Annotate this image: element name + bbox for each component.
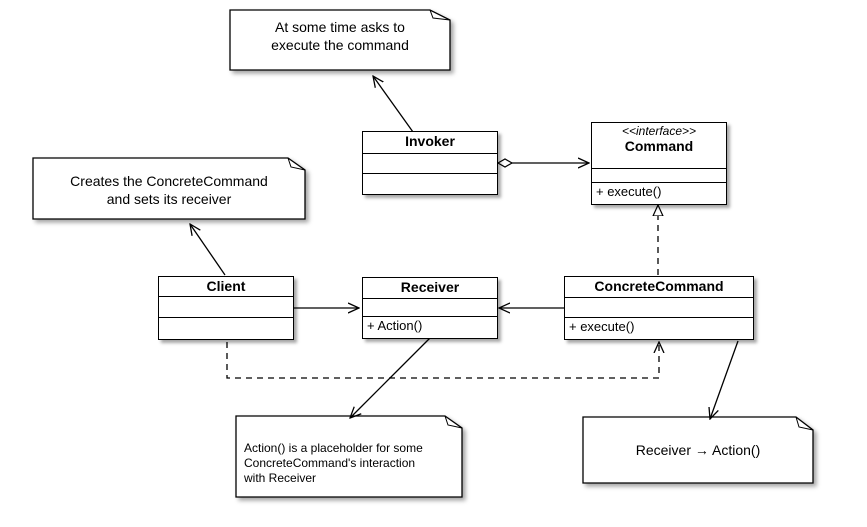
class-concrete-command[interactable]: ConcreteCommand + execute() bbox=[564, 276, 754, 340]
note-invoker-line1: At some time asks to bbox=[275, 19, 405, 35]
class-command[interactable]: <<interface>> Command + execute() bbox=[591, 122, 727, 205]
class-command-name: Command bbox=[624, 138, 694, 154]
note-concrete-line1: Receiver → Action() bbox=[635, 442, 761, 458]
client-to-note-arrow bbox=[190, 224, 226, 276]
class-client-name: Client bbox=[159, 277, 293, 297]
note-receiver-line1: Action() is a placeholder for some bbox=[244, 441, 423, 455]
class-command-header: <<interface>> Command bbox=[592, 123, 726, 169]
class-invoker-operations bbox=[363, 174, 497, 193]
class-concrete-command-name: ConcreteCommand bbox=[565, 277, 753, 298]
class-client-operations bbox=[159, 318, 293, 338]
note-receiver-line3: with Receiver bbox=[244, 471, 317, 485]
concrete-to-note-arrow bbox=[710, 340, 739, 419]
note-concrete bbox=[582, 416, 814, 484]
class-client-attributes bbox=[159, 297, 293, 318]
class-concrete-command-attributes bbox=[565, 298, 753, 318]
note-client-text: Creates the ConcreteCommand and sets its… bbox=[35, 172, 303, 208]
note-invoker-text: At some time asks to execute the command bbox=[232, 18, 448, 54]
note-receiver-fold bbox=[444, 415, 463, 429]
class-receiver-operations: + Action() bbox=[363, 317, 497, 337]
class-invoker-name: Invoker bbox=[363, 132, 497, 154]
class-command-operations: + execute() bbox=[592, 183, 726, 203]
note-invoker bbox=[229, 9, 451, 71]
class-concrete-command-method: + execute() bbox=[569, 319, 635, 334]
class-receiver[interactable]: Receiver + Action() bbox=[362, 277, 498, 339]
note-concrete-fold bbox=[795, 416, 814, 431]
note-client bbox=[32, 157, 306, 220]
note-client-line2: and sets its receiver bbox=[106, 191, 232, 207]
class-invoker-attributes bbox=[363, 154, 497, 174]
class-command-stereotype: <<interface>> bbox=[621, 124, 697, 138]
class-command-method: + execute() bbox=[596, 184, 662, 199]
class-receiver-attributes bbox=[363, 299, 497, 317]
note-client-fold bbox=[287, 157, 306, 171]
note-invoker-line2: execute the command bbox=[271, 37, 409, 53]
client-concrete-dependency bbox=[226, 342, 659, 379]
class-concrete-command-operations: + execute() bbox=[565, 318, 753, 338]
class-receiver-method: + Action() bbox=[367, 318, 423, 333]
class-command-attributes bbox=[592, 169, 726, 183]
class-receiver-name: Receiver bbox=[363, 278, 497, 299]
note-receiver-line2: ConcreteCommand's interaction bbox=[244, 456, 416, 470]
class-client[interactable]: Client bbox=[158, 276, 294, 340]
note-client-line1: Creates the ConcreteCommand bbox=[70, 173, 268, 189]
note-receiver-text: Action() is a placeholder for some Concr… bbox=[244, 441, 458, 486]
note-invoker-fold bbox=[429, 9, 451, 21]
note-receiver bbox=[235, 415, 463, 498]
class-invoker[interactable]: Invoker bbox=[362, 131, 498, 195]
receiver-to-note-arrow bbox=[350, 337, 431, 418]
invoker-to-note-arrow bbox=[373, 76, 414, 133]
note-concrete-text: Receiver → Action() bbox=[585, 441, 811, 459]
